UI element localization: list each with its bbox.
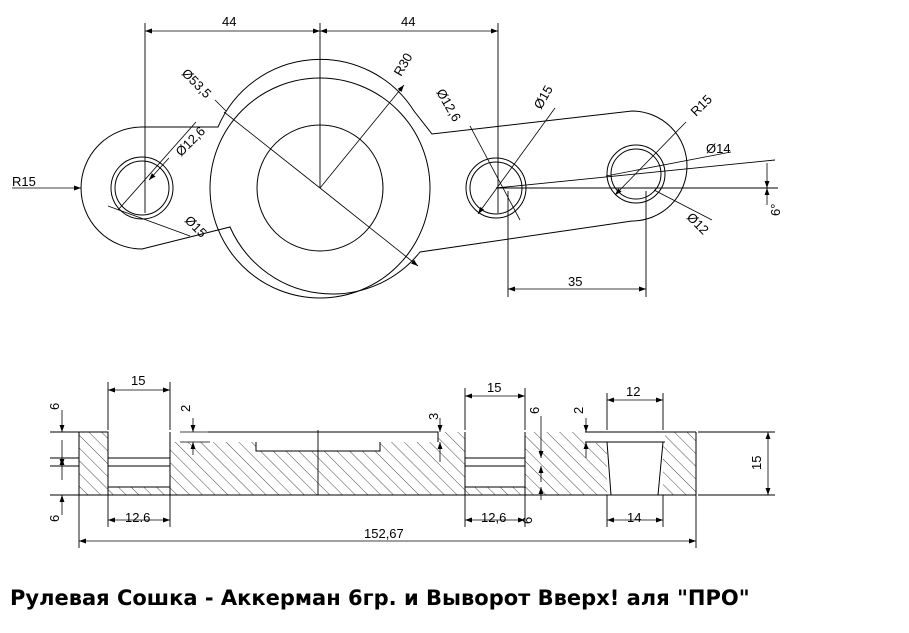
right-hole-outer: [606, 144, 666, 204]
d53-5-label: Ø53,5: [179, 66, 215, 102]
right-d12-label: Ø12: [684, 210, 712, 238]
sec-d6-mid-bottom-label: 6: [520, 517, 535, 524]
left-hole-inner: [114, 160, 170, 216]
sec-d6-bottom-left-label: 6: [47, 515, 62, 522]
sec-d12-right-label: 12: [626, 384, 640, 399]
left-r15-label: R15: [12, 174, 36, 189]
sec-d15-left-label: 15: [131, 373, 145, 388]
section-view: 15 2 6 6 12.6 3 15 6 2 12 15 12,6 6 14 1…: [47, 373, 775, 548]
right-r15-label: R15: [688, 92, 715, 119]
right-hole-inner: [610, 148, 662, 200]
sec-d14-label: 14: [627, 510, 641, 525]
mid-d12-6-label: Ø12,6: [433, 86, 464, 124]
plan-outline: [80, 58, 688, 295]
sec-d15-mid-label: 15: [487, 380, 501, 395]
sec-d12-6-mid-label: 12,6: [481, 510, 506, 525]
dim-35-label: 35: [568, 274, 582, 289]
right-d14-label: Ø14: [706, 141, 731, 156]
plan-view: 44 44 R30 Ø53,5 Ø12,6 Ø15 R15 Ø12,6 Ø15 …: [12, 14, 783, 299]
sec-d12-6-left-label: 12.6: [125, 510, 150, 525]
caption: Рулевая Сошка - Аккерман 6гр. и Выворот …: [10, 586, 750, 610]
r30-label: R30: [391, 50, 416, 78]
sec-d2-left-label: 2: [178, 405, 193, 412]
mid-d15-label: Ø15: [531, 83, 556, 112]
sec-d15-height-label: 15: [749, 456, 764, 470]
sec-d6-top-left-label: 6: [47, 403, 62, 410]
left-d15-label: Ø15: [182, 213, 210, 241]
sec-d2-mid-label: 2: [571, 407, 586, 414]
angle-6-label: 6°: [768, 204, 783, 216]
dim-44-right-label: 44: [401, 14, 415, 29]
sec-total-length-label: 152,67: [364, 526, 404, 541]
dim-44-left-label: 44: [222, 14, 236, 29]
sec-d6-mid-top-label: 6: [527, 407, 542, 414]
sec-d3-label: 3: [426, 413, 441, 420]
left-hole-outer: [110, 156, 174, 220]
